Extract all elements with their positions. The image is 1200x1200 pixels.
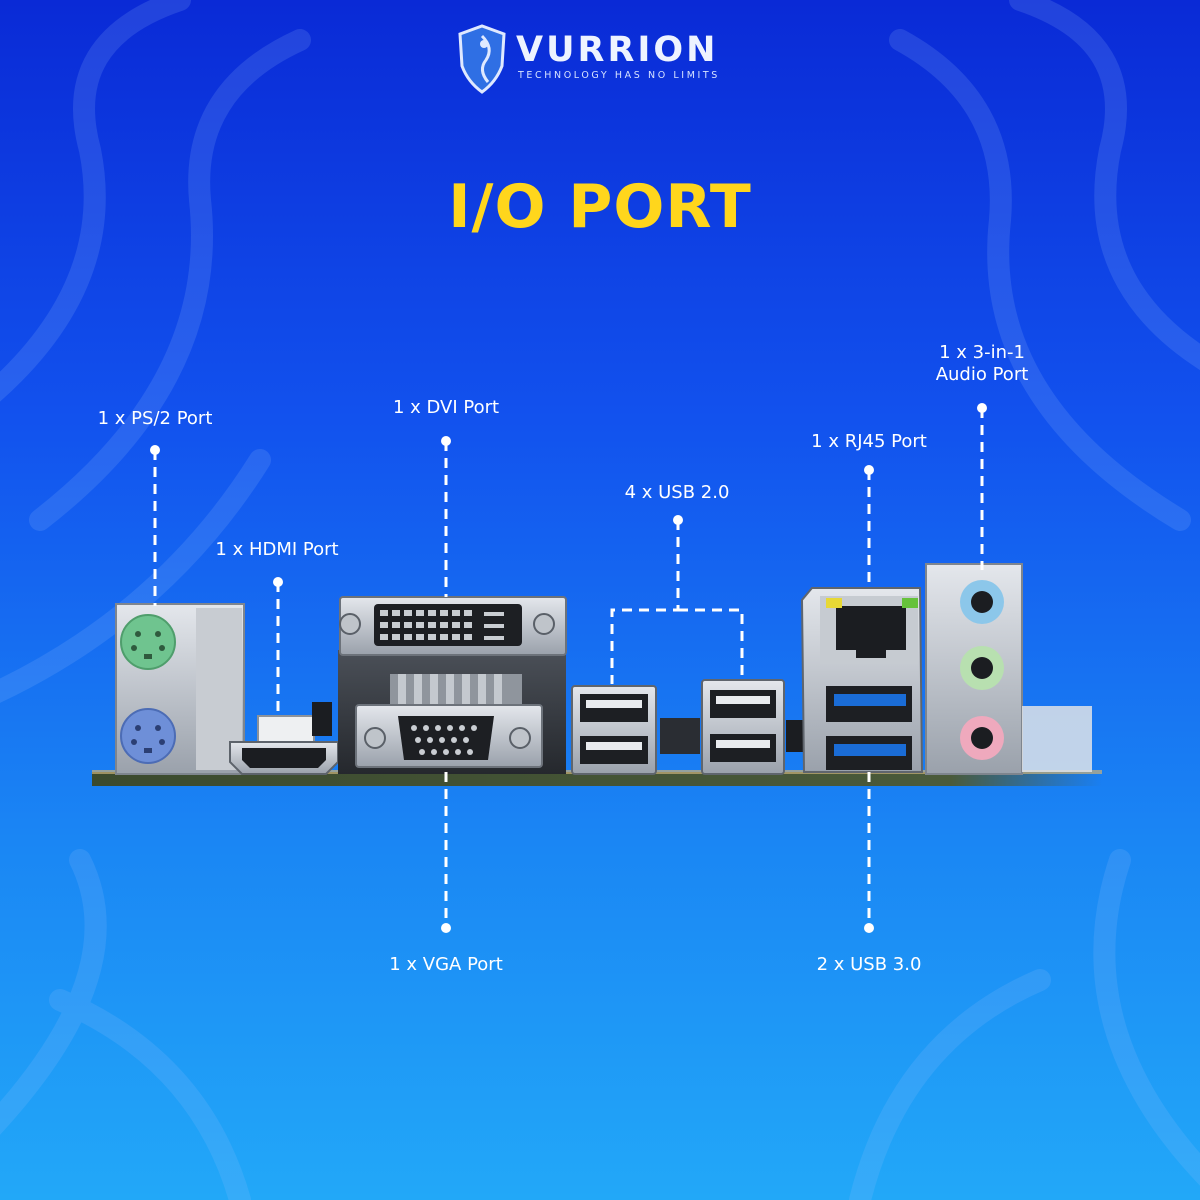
brand-name: VURRION [516,30,719,70]
ps2-keyboard-port [120,614,176,670]
usb2-port-stack-left [571,685,657,775]
vga-port-label: 1 x VGA Port [389,954,503,975]
callout-leader-lines [153,408,984,928]
hdmi-port-label: 1 x HDMI Port [215,539,339,560]
audio-port-label-line2: Audio Port [935,364,1029,385]
brand-shield-logo-icon [458,24,506,94]
usb2-port-label: 4 x USB 2.0 [624,482,730,503]
hdmi-port [229,715,339,775]
usb2-leader-line [610,520,744,684]
ps2-port-label: 1 x PS/2 Port [97,408,213,429]
audio-port-stack [925,563,1092,775]
ps2-port-block [115,603,245,775]
pcb-board [92,772,1102,786]
ps2-mouse-port [120,708,176,764]
usb2-port-stack-right [701,679,785,775]
audio-port-label-line1: 1 x 3-in-1 [939,342,1025,363]
rj45-port [836,606,906,658]
rj45-usb3-stack [800,587,924,773]
dvi-port-label: 1 x DVI Port [392,397,500,418]
usb3-port-label: 2 x USB 3.0 [816,954,922,975]
page-title: I/O PORT [448,172,752,242]
callout-dots [150,403,987,933]
audio-port-label: 1 x 3-in-1 Audio Port [936,342,1029,386]
dvi-vga-stack [338,596,567,774]
rj45-port-label: 1 x RJ45 Port [811,431,927,452]
brand-tagline: TECHNOLOGY HAS NO LIMITS [518,70,720,81]
